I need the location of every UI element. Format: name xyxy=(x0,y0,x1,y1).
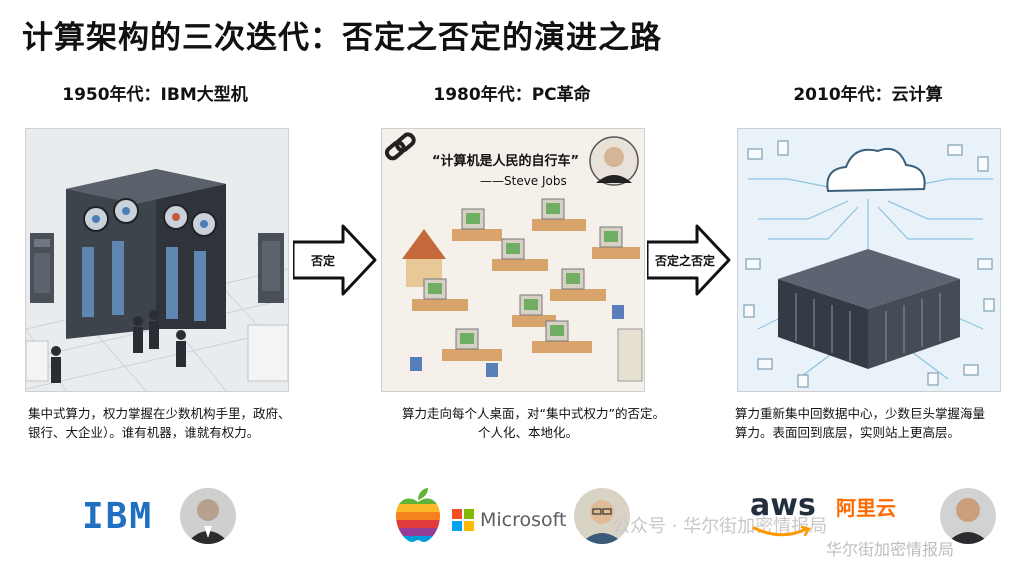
arrow-negation-of-negation-label: 否定之否定 xyxy=(654,254,715,268)
caption-pc: 算力走向每个人桌面，对“集中式权力”的否定。 个人化、本地化。 xyxy=(402,406,665,440)
microsoft-logo-icon xyxy=(452,509,474,535)
aliyun-logo: 阿里云 xyxy=(836,496,896,520)
mainframe-cabinets xyxy=(66,169,226,339)
aws-logo: aws xyxy=(750,488,816,523)
corner-watermark: 华尔街加密情报局 xyxy=(826,540,955,559)
caption-mainframe: 集中式算力，权力掌握在少数机构手里，政府、 银行、大企业）。谁有机器，谁就有权力… xyxy=(28,406,291,440)
cloud-leader-portrait xyxy=(940,488,996,544)
cloud-icon xyxy=(826,147,926,193)
microsoft-founder-portrait xyxy=(574,488,630,544)
page-title: 计算架构的三次迭代：否定之否定的演进之路 xyxy=(22,20,662,56)
ibm-leader-portrait xyxy=(180,488,236,544)
microsoft-logo-text: Microsoft xyxy=(480,509,567,531)
ibm-logo: IBM xyxy=(82,496,154,537)
arrow-negation xyxy=(291,224,377,296)
pc-quote: “计算机是人民的自行车” xyxy=(432,153,579,169)
side-rack-right xyxy=(258,233,284,303)
aws-smile-icon xyxy=(752,524,812,543)
steve-jobs-portrait xyxy=(589,136,639,186)
apple-logo xyxy=(394,486,442,548)
wechat-watermark: 公众号 · 华尔街加密情报局 xyxy=(612,516,828,537)
cloud-computing-illustration xyxy=(737,128,1001,392)
side-rack-left xyxy=(30,233,54,303)
arrow-negation-label: 否定 xyxy=(310,254,335,268)
mainframe-illustration xyxy=(25,128,289,392)
era-label-mainframe: 1950年代：IBM大型机 xyxy=(62,85,248,105)
pc-revolution-illustration: “计算机是人民的自行车” ——Steve Jobs xyxy=(381,128,645,392)
era-label-pc: 1980年代：PC革命 xyxy=(433,85,591,105)
desks-and-computers xyxy=(402,198,643,382)
chain-link-icon xyxy=(384,132,416,161)
data-center-servers xyxy=(778,249,960,369)
pc-quote-author: ——Steve Jobs xyxy=(480,174,567,188)
era-label-cloud: 2010年代：云计算 xyxy=(793,85,943,105)
caption-cloud: 算力重新集中回数据中心，少数巨头掌握海量 算力。表面回到底层，实则站上更高层。 xyxy=(735,406,986,440)
arrow-negation-of-negation xyxy=(645,224,731,296)
